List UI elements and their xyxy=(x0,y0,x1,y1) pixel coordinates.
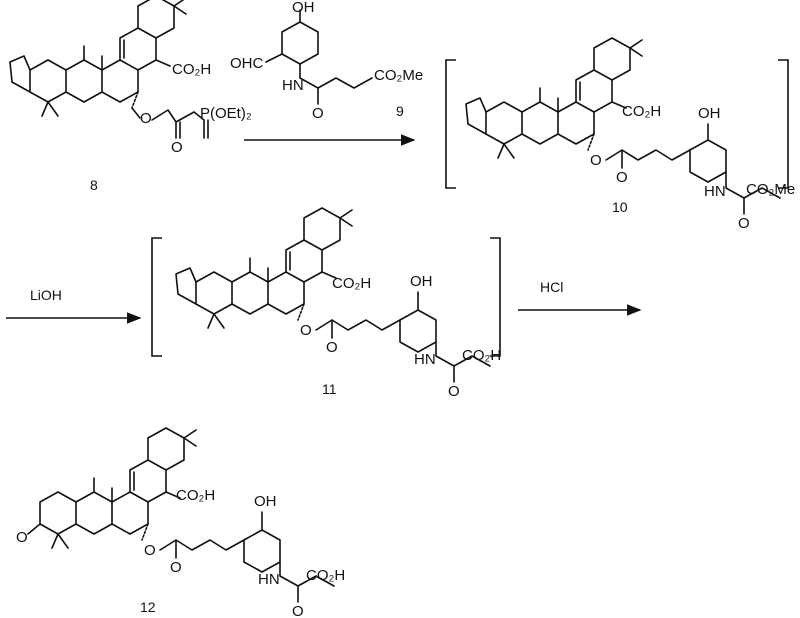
compound-9: OH OHC HN CO₂Me O 9 xyxy=(230,0,423,122)
c12-oh: OH xyxy=(254,493,277,510)
compound-10: CO₂H OH HN CO₂Me O O O 10 xyxy=(445,37,795,232)
compound-8: CO₂H P(OEt)₂ O O 8 xyxy=(9,0,252,193)
c8-ether-o: O xyxy=(140,110,152,127)
c10-ester: CO₂Me xyxy=(746,181,795,198)
c11-oxo: O xyxy=(448,383,460,400)
compound-11: CO₂H OH HN CO₂H O O O 11 xyxy=(151,207,501,400)
reagent-hcl: HCl xyxy=(540,279,563,295)
c12-acid: CO₂H xyxy=(176,487,215,504)
c8-oxo: O xyxy=(171,139,183,156)
c12-nh: HN xyxy=(258,571,280,588)
c9-aldehyde: OHC xyxy=(230,55,264,72)
c11-acid: CO₂H xyxy=(332,275,371,292)
c9-nh: HN xyxy=(282,77,304,94)
c10-carbonyl-o: O xyxy=(616,169,628,186)
c10-nh: HN xyxy=(704,183,726,200)
c9-oxo: O xyxy=(312,105,324,122)
c10-oh: OH xyxy=(698,105,721,122)
c10-ether-o: O xyxy=(590,152,602,169)
c9-number: 9 xyxy=(396,103,404,119)
c11-acid2: CO₂H xyxy=(462,347,501,364)
c12-number: 12 xyxy=(140,599,156,615)
c11-number: 11 xyxy=(322,381,337,397)
reagent-lioh: LiOH xyxy=(30,287,62,303)
compound-12: O CO₂H OH HN CO₂H O O O 12 xyxy=(16,427,345,618)
c12-oxo: O xyxy=(292,603,304,618)
c8-number: 8 xyxy=(90,177,98,193)
c12-carbonyl-o: O xyxy=(170,559,182,576)
c8-phosphonate: P(OEt)₂ xyxy=(200,105,252,122)
c9-oh: OH xyxy=(292,0,315,16)
c11-ether-o: O xyxy=(300,322,312,339)
c11-nh: HN xyxy=(414,351,436,368)
c8-acid: CO₂H xyxy=(172,61,211,78)
c11-oh: OH xyxy=(410,273,433,290)
c10-acid: CO₂H xyxy=(622,103,661,120)
c12-ether-o: O xyxy=(144,542,156,559)
c10-number: 10 xyxy=(612,199,628,215)
c9-ester: CO₂Me xyxy=(374,67,423,84)
c10-oxo: O xyxy=(738,215,750,232)
c11-carbonyl-o: O xyxy=(326,339,338,356)
c12-ketone: O xyxy=(16,529,28,546)
c12-acid2: CO₂H xyxy=(306,567,345,584)
